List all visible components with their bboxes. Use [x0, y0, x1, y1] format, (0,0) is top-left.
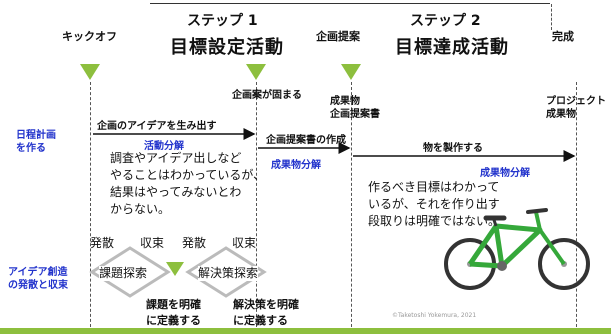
phase3-desc-3: 段取りは明確ではない。 [368, 214, 501, 228]
diverge-2: 発散 [182, 236, 207, 250]
converge-triangle [166, 262, 184, 276]
step1-title: 目標設定活動 [170, 37, 284, 58]
complete-label: 完成 [552, 30, 574, 43]
bicycle-front-wheel [538, 238, 590, 290]
phase1-method: 活動分解 [144, 141, 184, 152]
schedule-label-2: を作る [16, 143, 46, 154]
define-solution-1: 解決策を明確 [233, 298, 299, 311]
kickoff-label: キックオフ [62, 30, 117, 43]
phase3-method: 成果物分解 [480, 168, 530, 179]
phase3-arrow-label: 物を製作する [423, 143, 483, 154]
kickoff-dashed-line [90, 82, 91, 332]
define-problem-2: に定義する [146, 314, 201, 327]
idea-label-2: の発散と収束 [8, 280, 68, 291]
project-label-1: プロジェクト [546, 96, 606, 107]
solution-search-box: 解決策探索 [198, 266, 259, 281]
schedule-label-1: 日程計画 [16, 130, 56, 141]
bicycle-illustration [444, 208, 590, 290]
bicycle-handlebar [526, 208, 548, 214]
phase1-desc-2: やることはわかっているが、 [110, 168, 266, 182]
phase3-desc-1: 作るべき目標はわかって [368, 180, 500, 194]
copyright: ©Taketoshi Yokemura, 2021 [392, 312, 477, 319]
define-problem-1: 課題を明確 [146, 298, 201, 311]
bottom-accent-bar [0, 328, 611, 334]
step1-label: ステップ 1 [187, 13, 258, 29]
converge-1: 収束 [140, 236, 165, 250]
plan-fixed-dashed-line [256, 82, 257, 332]
phase3-desc-2: いるが、それを作り出す [368, 197, 500, 211]
deliverable-label-1: 成果物 [330, 96, 360, 107]
phase1-desc-1: 調査やアイデア出しなど [110, 151, 242, 165]
diverge-1: 発散 [90, 236, 115, 250]
project-label-2: 成果物 [546, 109, 576, 120]
phase2-method: 成果物分解 [271, 160, 321, 171]
converge-2: 収束 [232, 236, 257, 250]
plan-proposal-dashed-line [351, 82, 352, 332]
top-right-dashed-line [551, 4, 552, 30]
phase1-arrow-label: 企画のアイデアを生み出す [97, 121, 217, 132]
define-solution-2: に定義する [233, 314, 288, 327]
deliverable-label-2: 企画提案書 [330, 109, 380, 120]
step1-span-line [150, 3, 550, 4]
plan-proposal-label: 企画提案 [316, 30, 360, 43]
plan-proposal-triangle [341, 64, 361, 80]
step2-title: 目標達成活動 [395, 37, 509, 58]
plan-fixed-triangle [246, 64, 266, 80]
step2-label: ステップ 2 [410, 13, 481, 29]
phase1-desc-4: からない。 [110, 202, 171, 216]
phase1-desc-3: 結果はやってみないとわ [110, 185, 242, 199]
complete-dashed-line [576, 82, 577, 332]
problem-search-box: 課題探索 [99, 266, 148, 281]
phase2-arrow-label: 企画提案書の作成 [266, 135, 346, 146]
kickoff-triangle [80, 64, 100, 80]
idea-label-1: アイデア創造 [8, 267, 68, 278]
plan-fixed-label: 企画案が固まる [232, 90, 302, 101]
